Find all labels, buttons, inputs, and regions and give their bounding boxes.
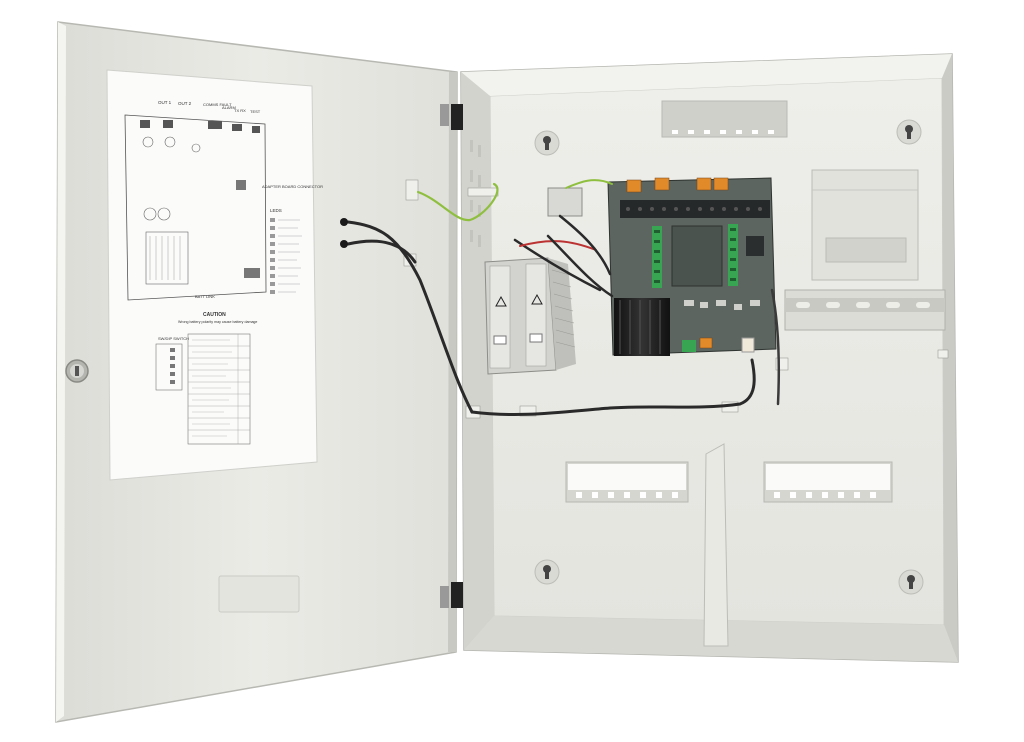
- diagram-label-out1: OUT 1: [158, 100, 172, 105]
- mounting-hole: [534, 559, 560, 585]
- earth-terminal: [547, 187, 583, 217]
- diagram-label-out2: OUT 2: [178, 101, 192, 106]
- diagram-label-leds: LEDS: [270, 208, 282, 213]
- diagram-label-comms: COMMS FAULT: [203, 102, 232, 107]
- battery-tray-slot: [763, 461, 893, 503]
- mounting-hole: [534, 130, 560, 156]
- wiring-cables: [340, 179, 780, 417]
- mounting-bracket: [811, 169, 919, 281]
- transformer-icon: [484, 257, 576, 375]
- enclosure-door[interactable]: OUT 1 OUT 2 COMMS FAULT ALARM TX RX TEST: [55, 21, 458, 723]
- door-label-recess: [218, 575, 300, 613]
- diagram-caution-text: Wrong battery polarity may cause battery…: [178, 320, 257, 324]
- key-lock-icon[interactable]: [65, 359, 89, 383]
- wiring-diagram-sheet: OUT 1 OUT 2 COMMS FAULT ALARM TX RX TEST: [106, 69, 323, 481]
- diagram-label-battery: BATT LINK: [195, 294, 215, 299]
- diagram-label-alarm: ALARM: [222, 105, 236, 110]
- battery-tray-slot: [565, 461, 689, 503]
- diagram-caution-title: CAUTION: [203, 312, 226, 318]
- enclosure-cabinet: [403, 53, 959, 663]
- circuit-board-icon: [607, 177, 777, 356]
- din-rail-icon: [784, 289, 946, 331]
- diagram-label-txrx: TX RX: [234, 108, 246, 113]
- mounting-hole: [896, 119, 922, 145]
- diagram-label-switch: SW/DIP SWITCH: [158, 336, 189, 341]
- diagram-label-connector: ADAPTER BOARD CONNECTOR: [262, 184, 323, 189]
- diagram-label-test: TEST: [250, 109, 261, 114]
- mounting-hole: [898, 569, 924, 595]
